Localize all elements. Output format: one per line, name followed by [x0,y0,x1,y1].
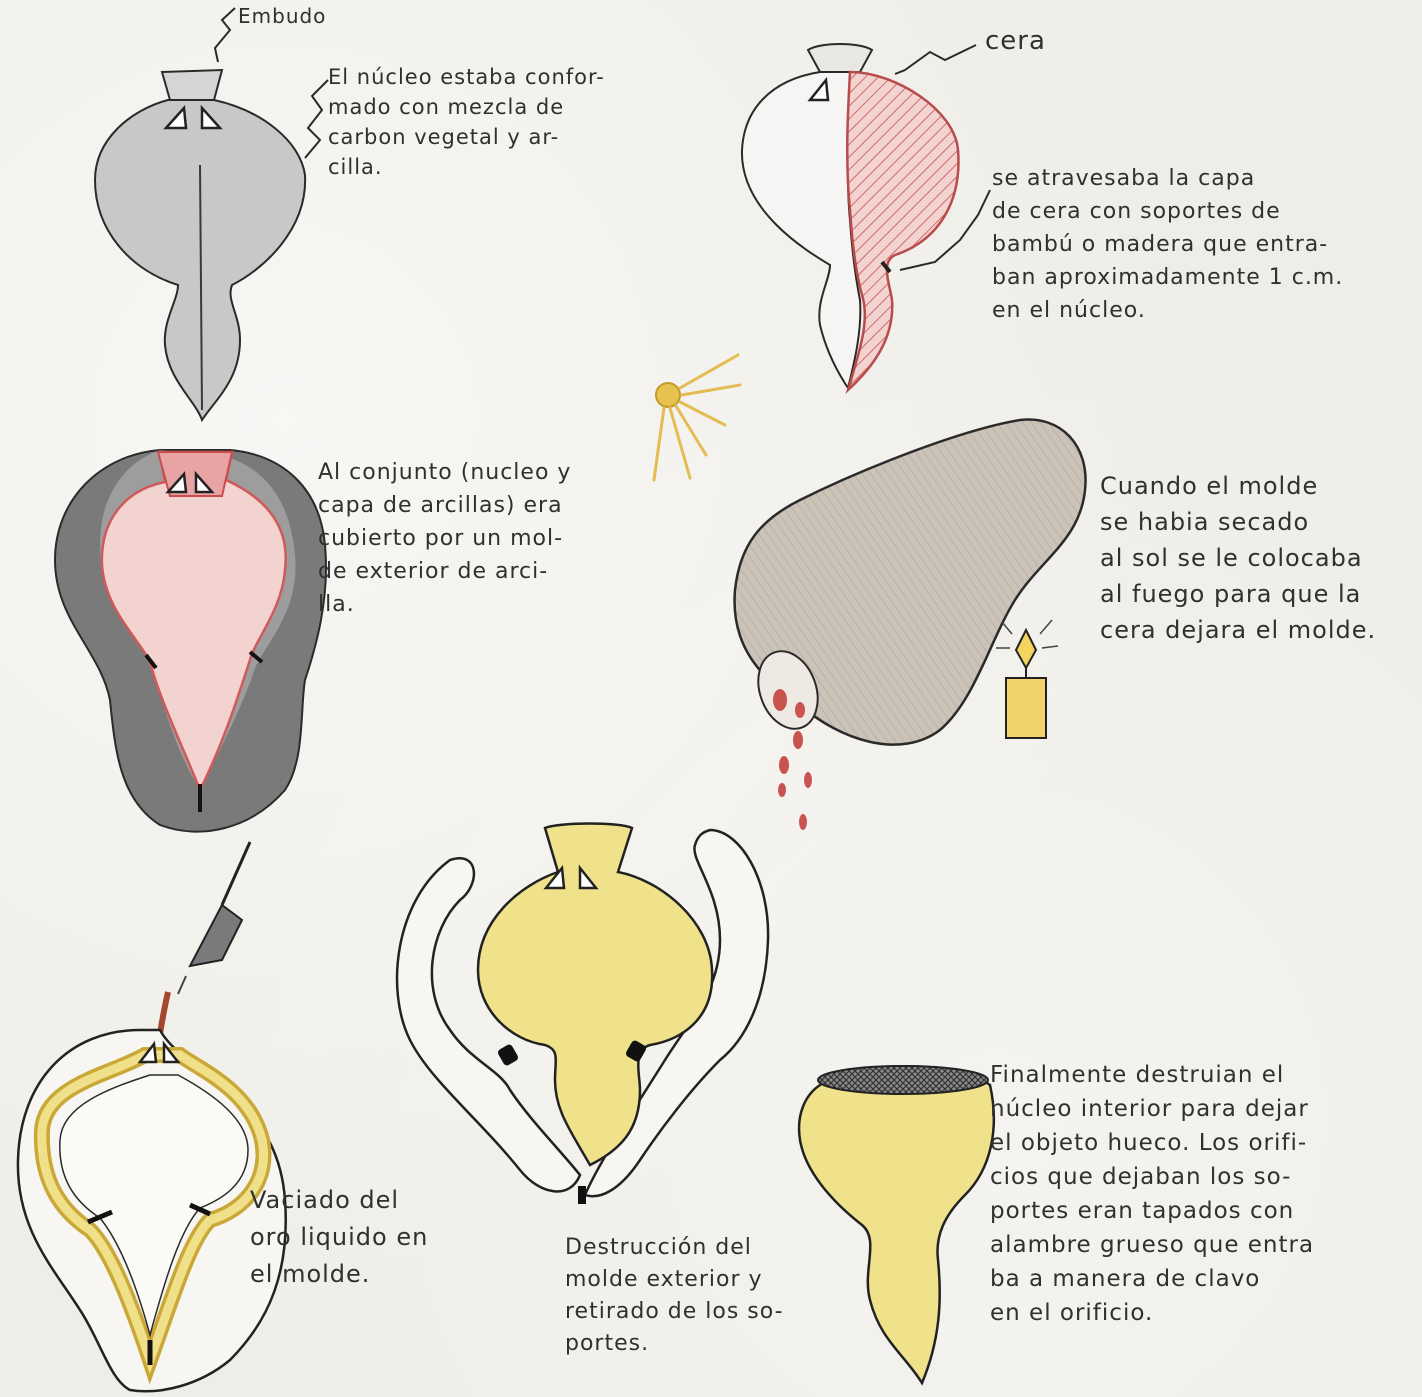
core-note: El núcleo estaba confor- mado con mezcla… [328,62,605,182]
sun-icon [654,355,740,480]
final-figure [799,1066,994,1383]
pour-note: Vaciado del oro liquido en el molde. [250,1182,428,1293]
wax-funnel [808,44,872,72]
firing-figure [735,419,1086,830]
wax-figure [742,44,990,390]
final-vessel [799,1066,994,1383]
destroy-note: Destrucción del molde exterior y retirad… [565,1232,784,1360]
destroy-support-bottom [578,1186,586,1204]
wax-label: cera [985,26,1046,56]
outer-mold-figure [55,450,326,832]
funnel-pointer [215,8,235,62]
wax-core-left [742,72,860,388]
supports-note: se atravesaba la capa de cera con soport… [992,162,1343,327]
destroy-figure [397,824,768,1205]
candle-icon [996,620,1058,738]
wax-pointer [895,45,976,74]
funnel-label: Embudo [238,4,326,28]
final-note: Finalmente destruian el núcleo interior … [990,1058,1314,1330]
core-note-pointer [305,80,328,158]
wax-layer [847,72,958,390]
final-opening [818,1066,988,1094]
pour-figure [18,842,286,1391]
destroy-support-left [497,1043,520,1067]
core-figure [95,8,328,420]
outer-mold-note: Al conjunto (nucleo y capa de arcillas) … [318,456,571,621]
core-funnel [162,70,222,100]
fire-note: Cuando el molde se habia secado al sol s… [1100,468,1376,648]
crucible-icon [178,842,250,994]
